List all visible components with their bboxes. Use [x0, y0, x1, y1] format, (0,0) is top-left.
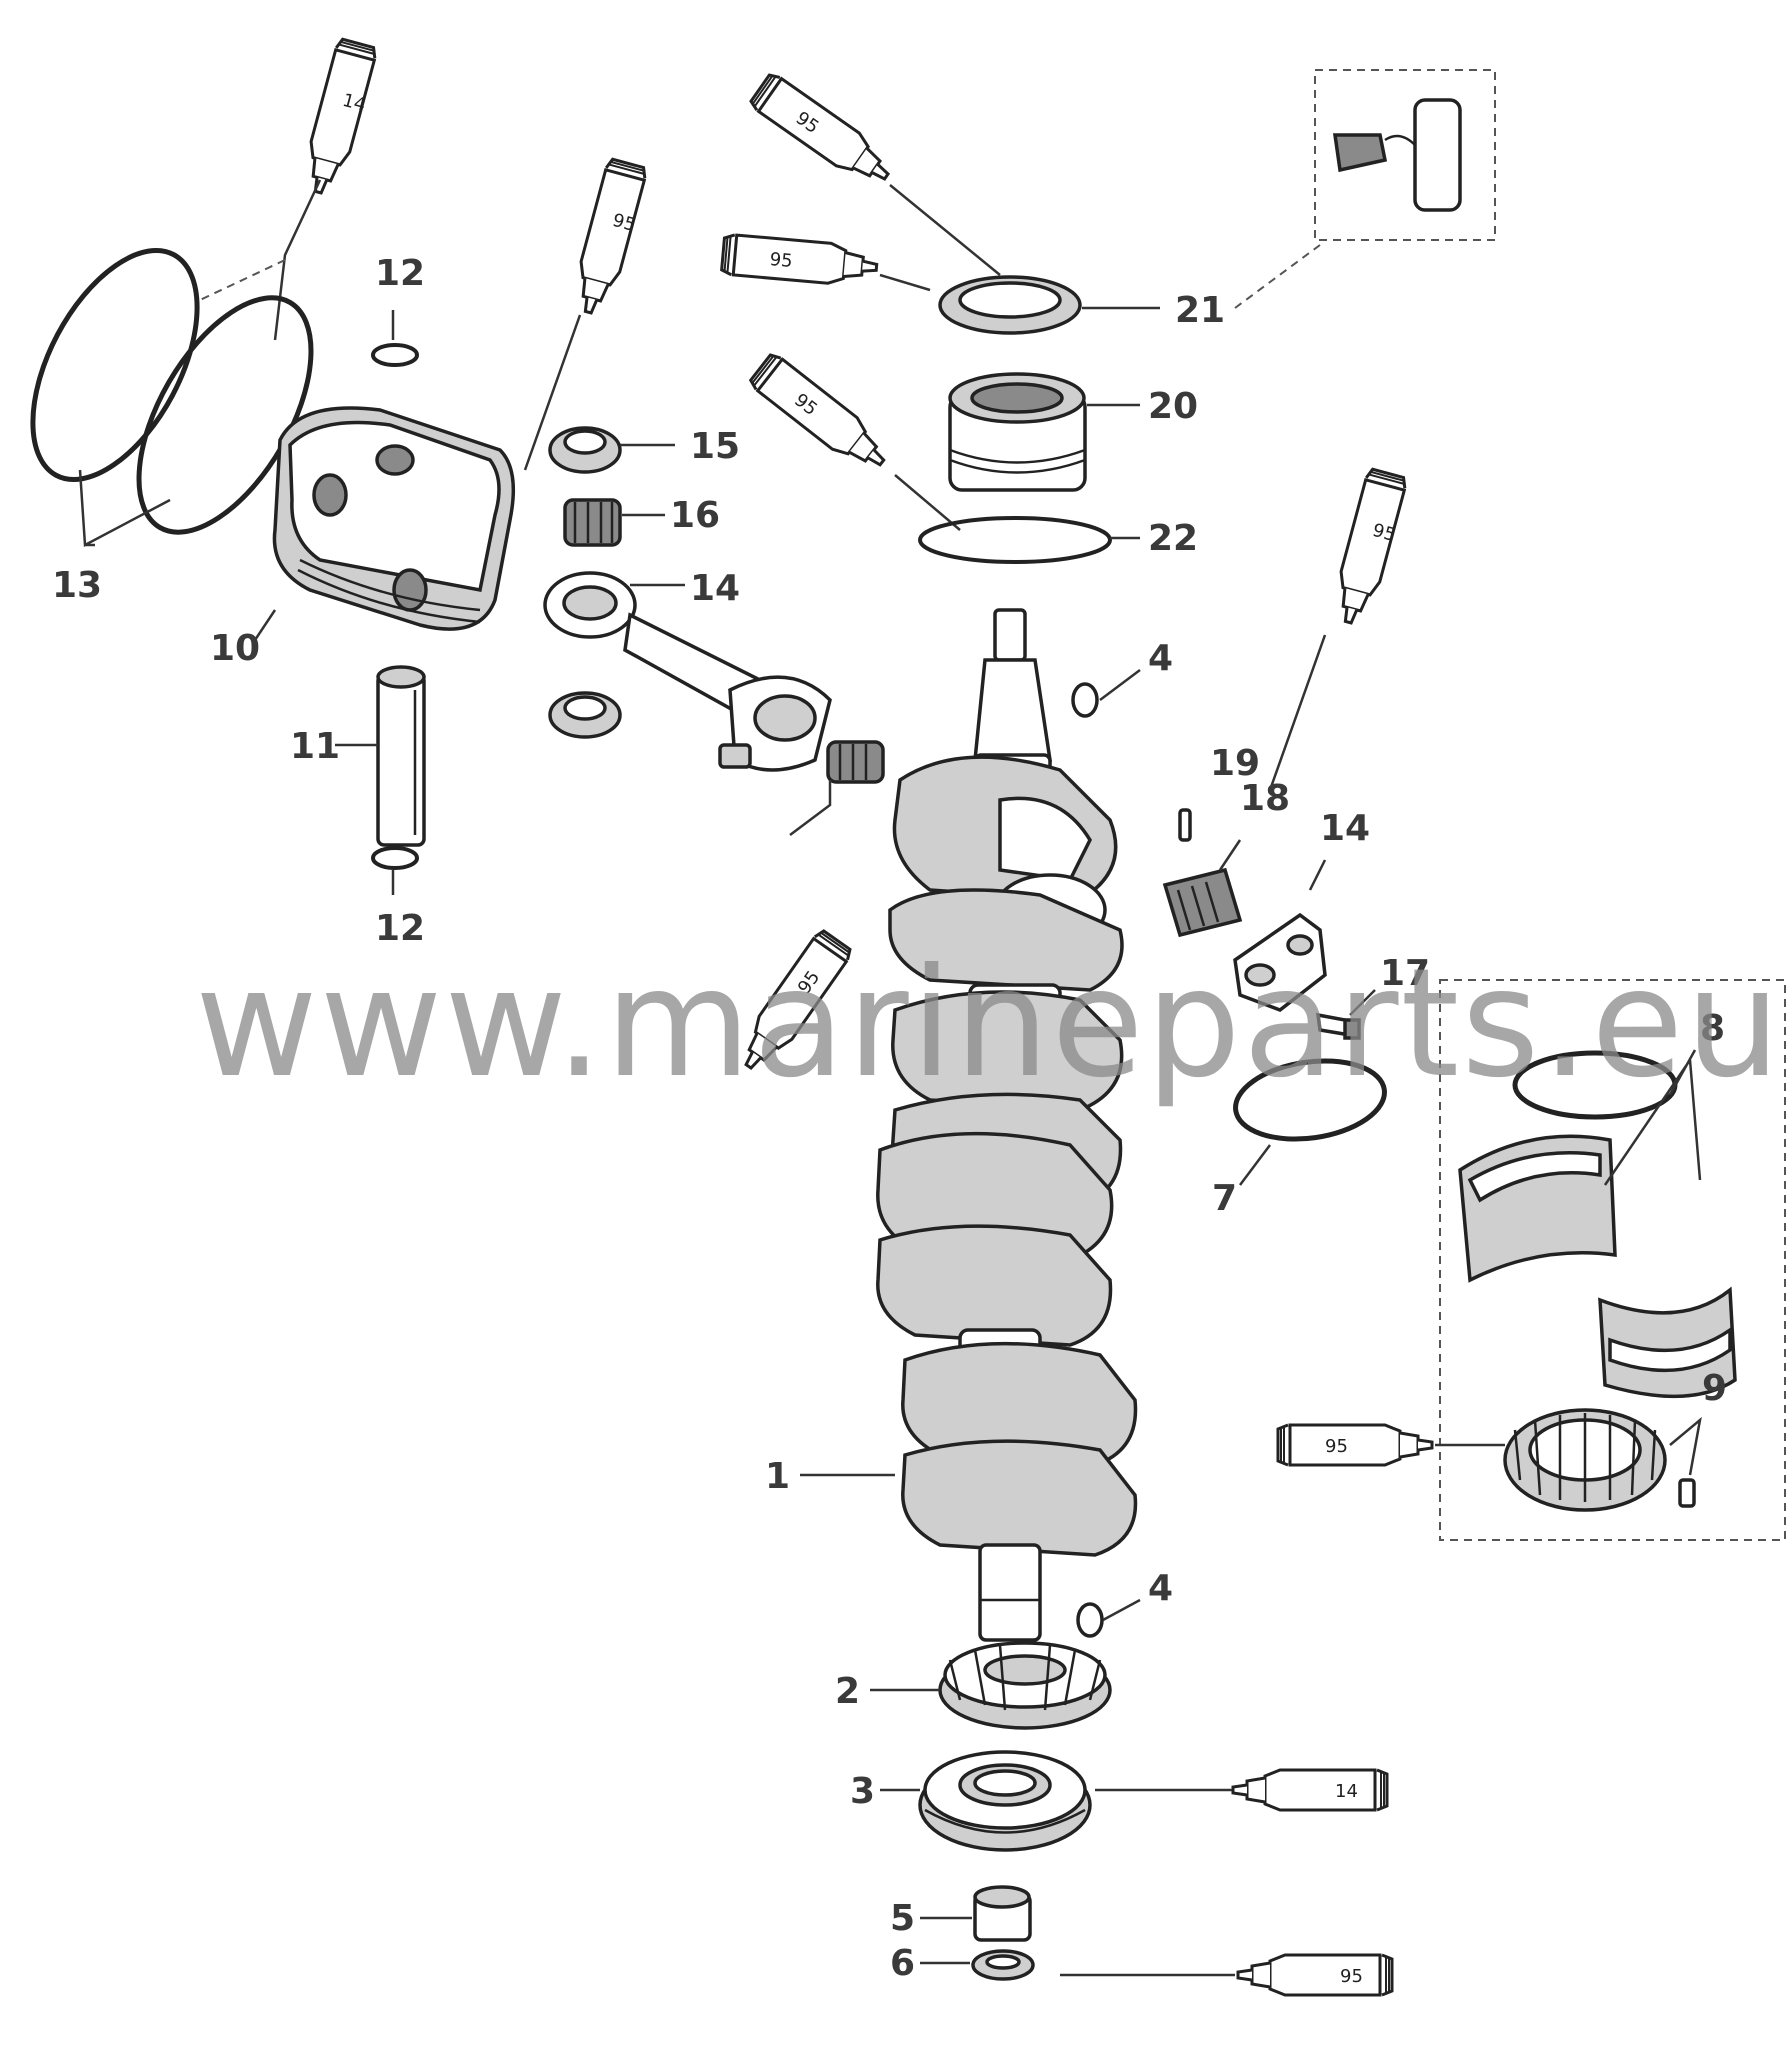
piston-ring-upper	[30, 247, 200, 483]
callout-4-bottom: 4	[1148, 1568, 1173, 1609]
leader-dash-ring	[199, 259, 286, 301]
grease-tube-95-bearing: 95	[746, 350, 896, 480]
leader-tube-right	[1268, 634, 1327, 791]
center-bearing-dowel	[1678, 1478, 1696, 1508]
callout-7: 7	[1212, 1178, 1237, 1219]
center-bearing-race-lower	[1598, 1286, 1737, 1399]
bearing-sleeve	[973, 1885, 1032, 1942]
leader-18	[1218, 839, 1242, 871]
grease-tube-14-bearing: 14	[1231, 1768, 1389, 1812]
rod-cap	[1233, 912, 1327, 1012]
leader-13	[78, 469, 171, 548]
grease-tube-95-right: 95	[1327, 466, 1409, 629]
lower-washer	[971, 1949, 1035, 1981]
callout-8: 8	[1700, 1008, 1725, 1049]
callout-19: 19	[1210, 743, 1260, 784]
drive-gear	[938, 1641, 1112, 1730]
piston	[272, 406, 516, 631]
watermark: www.marineparts.eu	[195, 937, 1783, 1111]
leader-14b	[1308, 859, 1327, 891]
center-needle-bearing	[1503, 1408, 1667, 1512]
callout-4-top: 4	[1148, 638, 1173, 679]
leader-tube-rod	[523, 314, 582, 471]
leader-10	[253, 609, 277, 641]
callout-1: 1	[765, 1456, 790, 1497]
callout-14-cap: 14	[1320, 808, 1370, 849]
rod-cap-bearing-half	[1162, 867, 1243, 938]
woodruff-key-bottom	[1076, 1602, 1104, 1638]
woodruff-key-top	[1071, 682, 1099, 718]
center-bearing-race-upper	[1458, 1134, 1617, 1283]
callout-13: 13	[52, 565, 102, 606]
thrust-washer	[548, 426, 622, 474]
callout-9: 9	[1702, 1368, 1727, 1409]
inset-box-center-bearing	[1439, 979, 1786, 1541]
leader-7	[1239, 1144, 1271, 1186]
rod-cap-screw	[1315, 1012, 1361, 1040]
leader-21-inset	[1234, 244, 1321, 309]
leader-9	[1669, 1416, 1702, 1476]
svg-text:14: 14	[1335, 1781, 1358, 1802]
piston-pin-clip-bottom	[371, 846, 419, 870]
grease-tube-95-seal-a: 95	[747, 70, 900, 195]
callout-16: 16	[670, 495, 720, 536]
grease-tube-95-center: 95	[1276, 1423, 1434, 1467]
svg-text:95: 95	[1340, 1966, 1363, 1987]
callout-12-top: 12	[375, 253, 425, 294]
leader-tube-seal-a	[889, 184, 1001, 276]
leader-tube-seal-b	[879, 273, 931, 292]
callout-22: 22	[1148, 518, 1198, 559]
oil-seal	[938, 275, 1082, 335]
rod-bearing-cage	[826, 740, 885, 784]
leader-tube-14-rings	[273, 179, 322, 341]
upper-main-bearing	[948, 372, 1087, 492]
crankshaft	[876, 608, 1138, 1642]
callout-12-bottom: 12	[375, 908, 425, 949]
callout-2: 2	[835, 1671, 860, 1712]
piston-pin-clip-top	[371, 343, 419, 367]
grease-tube-95-crank: 95	[730, 927, 855, 1080]
grease-tube-95-rod: 95	[567, 156, 649, 319]
callout-15: 15	[690, 426, 740, 467]
grease-tube-95-seal-b: 95	[719, 232, 880, 289]
callout-3: 3	[850, 1771, 875, 1812]
inset-seal-spring	[1332, 98, 1462, 212]
callout-11: 11	[290, 726, 340, 767]
rod-washer-lower	[548, 691, 622, 739]
leader-8	[1603, 1049, 1702, 1186]
lower-ball-bearing	[918, 1750, 1092, 1852]
leader-4a	[1099, 669, 1141, 701]
svg-text:95: 95	[769, 249, 794, 272]
leader-4b	[1102, 1598, 1141, 1622]
grease-tube-95-washer: 95	[1236, 1953, 1394, 1997]
leader-cage	[789, 780, 832, 836]
svg-text:95: 95	[1325, 1436, 1348, 1457]
callout-18: 18	[1240, 778, 1290, 819]
connecting-rod	[543, 571, 832, 772]
callout-6: 6	[890, 1943, 915, 1984]
callout-20: 20	[1148, 386, 1198, 427]
callout-14-rod: 14	[690, 568, 740, 609]
o-ring	[918, 516, 1112, 564]
callout-10: 10	[210, 628, 260, 669]
retaining-ring	[1233, 1058, 1387, 1142]
leader-tube-bearing	[894, 474, 961, 531]
wrist-pin-needle-bearing	[563, 498, 622, 547]
locating-dowel	[1178, 808, 1192, 842]
callout-21: 21	[1175, 290, 1225, 331]
leader-17	[1349, 989, 1376, 1016]
grease-tube-14-top: 14	[297, 36, 379, 199]
piston-pin	[376, 665, 426, 847]
inset-box-seal-detail	[1314, 69, 1496, 241]
callout-17: 17	[1380, 953, 1430, 994]
callout-5: 5	[890, 1898, 915, 1939]
